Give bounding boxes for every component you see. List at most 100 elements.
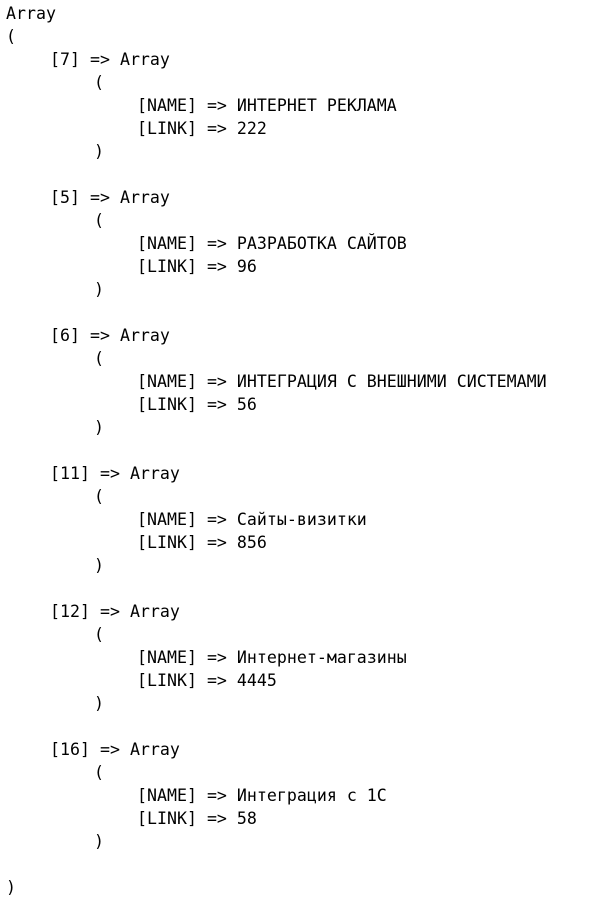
entry-header: [6] => Array — [6, 324, 609, 347]
arrow: => — [196, 533, 237, 552]
blank-line — [6, 163, 609, 186]
blank-line — [6, 439, 609, 462]
close-paren: ) — [94, 556, 104, 575]
array-entry: [12] => Array ( [NAME] => Интернет-магазин… — [6, 600, 609, 738]
arrow: => — [196, 234, 237, 253]
name-key: [NAME] — [137, 96, 197, 115]
entry-link: 856 — [236, 533, 267, 552]
link-key: [LINK] — [137, 533, 197, 552]
arrow: => — [79, 188, 120, 207]
link-key: [LINK] — [137, 257, 197, 276]
link-key: [LINK] — [137, 119, 197, 138]
open-paren: ( — [94, 349, 104, 368]
open-paren: ( — [94, 73, 104, 92]
arrow: => — [196, 786, 237, 805]
array-entry: [6] => Array ( [NAME] => ИНТЕГРАЦИЯ С ВНЕШ… — [6, 324, 609, 462]
entry-header: [12] => Array — [6, 600, 609, 623]
close-paren: ) — [94, 142, 104, 161]
entry-header: [16] => Array — [6, 738, 609, 761]
name-key: [NAME] — [137, 372, 197, 391]
close-paren: ) — [94, 280, 104, 299]
name-line: [NAME] => ИНТЕРНЕТ РЕКЛАМА — [6, 94, 609, 117]
close-paren: ) — [94, 694, 104, 713]
name-key: [NAME] — [137, 648, 197, 667]
entry-name: Сайты-визитки — [236, 510, 367, 529]
blank-line — [6, 301, 609, 324]
entry-key: [12] — [50, 602, 90, 621]
link-line: [LINK] => 56 — [6, 393, 609, 416]
arrow: => — [196, 257, 237, 276]
array-entry: [16] => Array([NAME] => Интеграция с 1С[… — [6, 738, 609, 876]
link-key: [LINK] — [137, 809, 197, 828]
link-key: [LINK] — [137, 671, 197, 690]
entry-key: [6] — [50, 326, 80, 345]
arrow: => — [196, 510, 237, 529]
entry-header: [5] => Array — [6, 186, 609, 209]
arrow: => — [89, 740, 130, 759]
close-paren: ) — [94, 418, 104, 437]
entry-link: 96 — [236, 257, 257, 276]
blank-line — [6, 577, 609, 600]
name-line: [NAME] => ИНТЕГРАЦИЯ С ВНЕШНИМИ СИСТЕМАМ… — [6, 370, 609, 393]
array-label: Array — [119, 50, 170, 69]
entry-link: 56 — [236, 395, 257, 414]
arrow: => — [196, 809, 237, 828]
name-key: [NAME] — [137, 510, 197, 529]
arrow: => — [196, 648, 237, 667]
entry-key: [5] — [50, 188, 80, 207]
entry-link: 222 — [236, 119, 267, 138]
entry-key: [7] — [50, 50, 80, 69]
arrow: => — [89, 602, 130, 621]
open-paren: ( — [94, 487, 104, 506]
root-array-label: Array — [6, 4, 56, 23]
name-line: [NAME] => Интернет-магазины — [6, 646, 609, 669]
entry-name: ИНТЕГРАЦИЯ С ВНЕШНИМИ СИСТЕМАМИ — [236, 372, 547, 391]
blank-line — [6, 715, 609, 738]
array-label: Array — [119, 188, 170, 207]
name-line: [NAME] => РАЗРАБОТКА САЙТОВ — [6, 232, 609, 255]
link-key: [LINK] — [137, 395, 197, 414]
name-line: [NAME] => Сайты-визитки — [6, 508, 609, 531]
link-line: [LINK] => 222 — [6, 117, 609, 140]
array-label: Array — [129, 740, 180, 759]
arrow: => — [196, 372, 237, 391]
close-paren: ) — [94, 832, 104, 851]
entry-link: 4445 — [236, 671, 277, 690]
link-line: [LINK] => 96 — [6, 255, 609, 278]
entry-header: [11] => Array — [6, 462, 609, 485]
link-line: [LINK] => 856 — [6, 531, 609, 554]
name-key: [NAME] — [137, 234, 197, 253]
entry-name: ИНТЕРНЕТ РЕКЛАМА — [236, 96, 397, 115]
root-close-paren: ) — [6, 878, 16, 897]
entry-link: 58 — [236, 809, 257, 828]
link-line: [LINK] => 4445 — [6, 669, 609, 692]
entry-name: РАЗРАБОТКА САЙТОВ — [236, 234, 407, 253]
entry-name: Интернет-магазины — [236, 648, 407, 667]
arrow: => — [89, 464, 130, 483]
arrow: => — [196, 671, 237, 690]
array-entry: [11] => Array([NAME] => Сайты-визитки[LI… — [6, 462, 609, 600]
link-line: [LINK] => 58 — [6, 807, 609, 830]
open-paren: ( — [94, 763, 104, 782]
name-line: [NAME] => Интеграция с 1С — [6, 784, 609, 807]
open-paren: ( — [94, 211, 104, 230]
arrow: => — [79, 326, 120, 345]
entry-key: [11] — [50, 464, 90, 483]
array-label: Array — [129, 602, 180, 621]
arrow: => — [79, 50, 120, 69]
entries-list: [7] => Array([NAME] => ИНТЕРНЕТ РЕКЛАМА[… — [6, 48, 609, 876]
entry-name: Интеграция с 1С — [236, 786, 387, 805]
array-label: Array — [129, 464, 180, 483]
name-key: [NAME] — [137, 786, 197, 805]
open-paren: ( — [94, 625, 104, 644]
entry-header: [7] => Array — [6, 48, 609, 71]
arrow: => — [196, 119, 237, 138]
array-entry: [7] => Array([NAME] => ИНТЕРНЕТ РЕКЛАМА[… — [6, 48, 609, 186]
blank-line — [6, 853, 609, 876]
arrow: => — [196, 96, 237, 115]
entry-key: [16] — [50, 740, 90, 759]
root-open-paren: ( — [6, 27, 16, 46]
array-entry: [5] => Array ( [NAME] => РАЗРАБОТКА САЙТОВ… — [6, 186, 609, 324]
array-label: Array — [119, 326, 170, 345]
